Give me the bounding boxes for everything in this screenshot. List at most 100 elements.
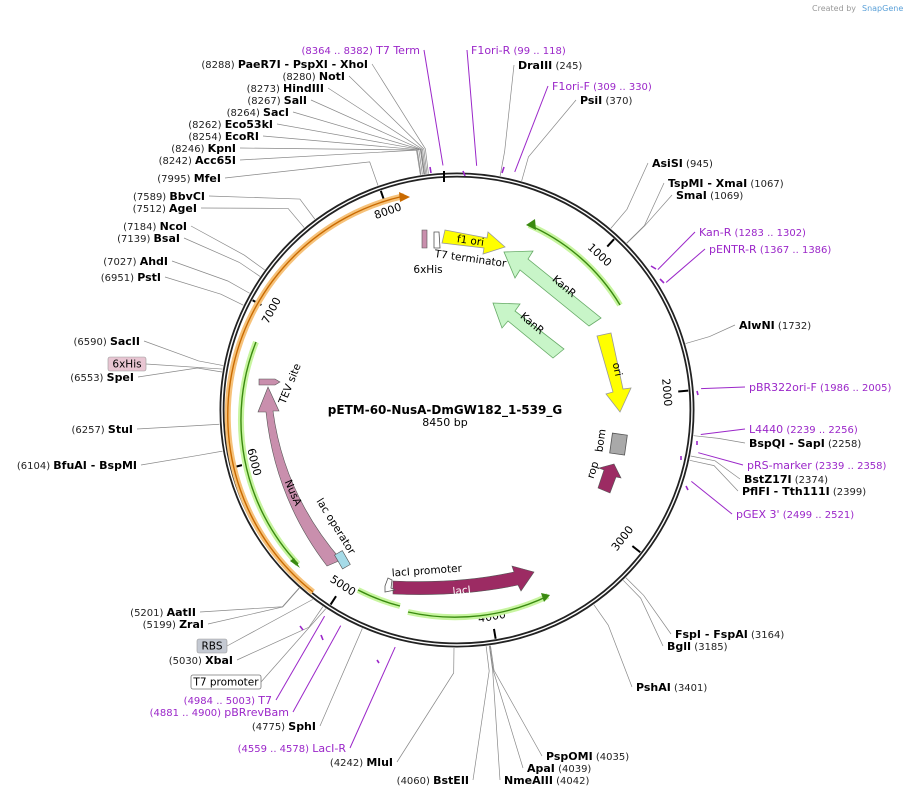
lac-operator-box[interactable]: [334, 550, 351, 570]
primer-label[interactable]: pRS-marker (2339 .. 2358): [747, 459, 887, 472]
primer-label[interactable]: (4881 .. 4900) pBRrevBam: [150, 706, 289, 719]
enzyme-label[interactable]: (8246) KpnI: [171, 142, 236, 155]
ruler-tick: [329, 595, 337, 606]
enzyme-label[interactable]: BstZ17I (2374): [744, 473, 828, 486]
left-green-arc-core: [240, 341, 299, 565]
enzyme-label[interactable]: (8280) NotI: [282, 70, 345, 83]
enzyme-label[interactable]: (7995) MfeI: [157, 172, 221, 185]
rop-arrow[interactable]: [597, 463, 622, 494]
labels: DraIII (245) PsiI (370) AsiSI (945) TspMI -…: [17, 44, 892, 787]
enzyme-label[interactable]: (5199) ZraI: [143, 618, 204, 631]
f1-ori-arrow[interactable]: [441, 229, 506, 255]
primer-leader: [275, 615, 326, 701]
enzyme-label[interactable]: (8267) SalI: [247, 94, 307, 107]
primer-mark-pentr-r[interactable]: [659, 278, 665, 284]
enzyme-label[interactable]: (7139) BsaI: [117, 232, 180, 245]
enzyme-label[interactable]: (8262) Eco53kI: [188, 118, 273, 131]
primer-label[interactable]: pBR322ori-F (1986 .. 2005): [749, 381, 891, 394]
enzyme-label[interactable]: (4060) BstEII: [397, 774, 469, 787]
primer-mark-t7term[interactable]: [429, 166, 432, 174]
enzyme-label[interactable]: (7027) AhdI: [103, 255, 168, 268]
enzyme-label[interactable]: (7184) NcoI: [123, 220, 187, 233]
enzyme-label[interactable]: (6590) SacII: [74, 335, 141, 348]
primer-mark-t7[interactable]: [299, 625, 304, 631]
enzyme-label[interactable]: (8254) EcoRI: [188, 130, 259, 143]
enzyme-label[interactable]: DraIII (245): [518, 59, 582, 72]
enzyme-label[interactable]: (8264) SacI: [227, 106, 289, 119]
enzyme-label[interactable]: (4242) MluI: [330, 756, 393, 769]
enzyme-label[interactable]: SmaI (1069): [676, 189, 743, 202]
primer-label[interactable]: Kan-R (1283 .. 1302): [699, 226, 806, 239]
primer-label[interactable]: F1ori-F (309 .. 330): [552, 80, 652, 93]
primer-label[interactable]: (4984 .. 5003) T7: [184, 694, 272, 707]
primer-mark-f1ori-r[interactable]: [462, 170, 466, 177]
enzyme-leader: [136, 423, 220, 430]
enzyme-label[interactable]: (8273) HindIII: [247, 82, 324, 95]
kanr-outer-arrow[interactable]: [503, 250, 602, 327]
enzyme-leader: [190, 225, 265, 271]
credit-brand[interactable]: SnapGene: [862, 4, 903, 13]
primer-mark-pgex3[interactable]: [685, 485, 689, 491]
enzyme-leader: [200, 207, 305, 228]
tev-site-marker[interactable]: [258, 378, 281, 386]
enzyme-label[interactable]: AsiSI (945): [652, 157, 713, 170]
kanr-inner-arrow[interactable]: [492, 302, 565, 359]
ruler-tick: [606, 238, 615, 248]
laci-promoter-arrow[interactable]: [384, 577, 397, 593]
enzyme-label[interactable]: ApaI (4039): [527, 762, 591, 775]
enzyme-label[interactable]: FspI - FspAI (3164): [675, 628, 784, 641]
primer-label[interactable]: (8364 .. 8382) T7 Term: [302, 44, 421, 57]
enzyme-leader: [327, 87, 427, 175]
laci-arrow[interactable]: [392, 565, 535, 595]
enzyme-label[interactable]: (6104) BfuAI - BspMI: [17, 459, 137, 472]
bom-box[interactable]: [609, 432, 628, 456]
bottom-green-arrowhead: [541, 593, 550, 602]
primer-label[interactable]: (4559 .. 4578) LacI-R: [238, 742, 347, 755]
enzyme-label[interactable]: PshAI (3401): [636, 681, 707, 694]
primer-mark-f1ori-f[interactable]: [501, 166, 505, 174]
t7-promoter-box[interactable]: [190, 674, 262, 690]
box-leader: [145, 363, 223, 370]
primer-label[interactable]: L4440 (2239 .. 2256): [749, 423, 858, 436]
nusa-arrow[interactable]: [257, 386, 342, 567]
enzyme-label[interactable]: (4775) SphI: [252, 720, 316, 733]
enzyme-label[interactable]: TspMI - XmaI (1067): [668, 177, 784, 190]
enzyme-label[interactable]: AlwNI (1732): [739, 319, 811, 332]
enzyme-label[interactable]: BglI (3185): [667, 640, 728, 653]
ori-label: ori: [610, 361, 625, 377]
enzyme-label[interactable]: (6951) PstI: [101, 271, 161, 284]
enzyme-label[interactable]: NmeAIII (4042): [504, 774, 589, 787]
enzyme-label[interactable]: (7512) AgeI: [133, 202, 197, 215]
enzyme-label[interactable]: (5201) AatII: [130, 606, 196, 619]
primer-label[interactable]: pGEX 3' (2499 .. 2521): [736, 508, 854, 521]
enzyme-label[interactable]: (8242) Acc65I: [159, 154, 236, 167]
enzyme-label[interactable]: BspQI - SapI (2258): [749, 437, 861, 450]
enzyme-leader: [262, 135, 423, 175]
primer-mark-pbrrevbam[interactable]: [320, 634, 324, 641]
enzyme-label[interactable]: (6553) SpeI: [70, 371, 134, 384]
rbs-box[interactable]: [196, 638, 228, 654]
enzyme-leader: [499, 64, 515, 177]
enzyme-label[interactable]: (5030) XbaI: [169, 654, 233, 667]
enzyme-leader: [137, 367, 223, 378]
primer-mark-kanr[interactable]: [650, 265, 657, 270]
enzyme-label[interactable]: PsiI (370): [580, 94, 632, 107]
enzyme-label[interactable]: PspOMI (4035): [546, 750, 629, 763]
enzyme-label[interactable]: PflFI - Tth111I (2399): [742, 485, 866, 498]
enzyme-label[interactable]: (6257) StuI: [71, 423, 133, 436]
his-box[interactable]: [107, 356, 147, 372]
enzyme-leader: [521, 99, 577, 182]
t7-terminator-marker[interactable]: [433, 231, 441, 249]
left-green-arrowhead: [290, 558, 300, 568]
enzyme-label[interactable]: (7589) BbvCI: [133, 190, 205, 203]
his-tag-marker[interactable]: [421, 229, 428, 249]
primer-label[interactable]: F1ori-R (99 .. 118): [471, 44, 566, 57]
backbone-gap: [221, 174, 693, 646]
enzyme-leader: [140, 450, 223, 466]
primer-label[interactable]: pENTR-R (1367 .. 1386): [709, 243, 831, 256]
ori-arrow[interactable]: [596, 332, 632, 413]
bottom-green-arc-b[interactable]: [407, 593, 550, 621]
primer-mark-laci-r[interactable]: [376, 659, 380, 664]
enzyme-label[interactable]: (8288) PaeR7I - PspXI - XhoI: [201, 58, 368, 71]
primer-mark-pbr322ori-f[interactable]: [696, 390, 699, 396]
